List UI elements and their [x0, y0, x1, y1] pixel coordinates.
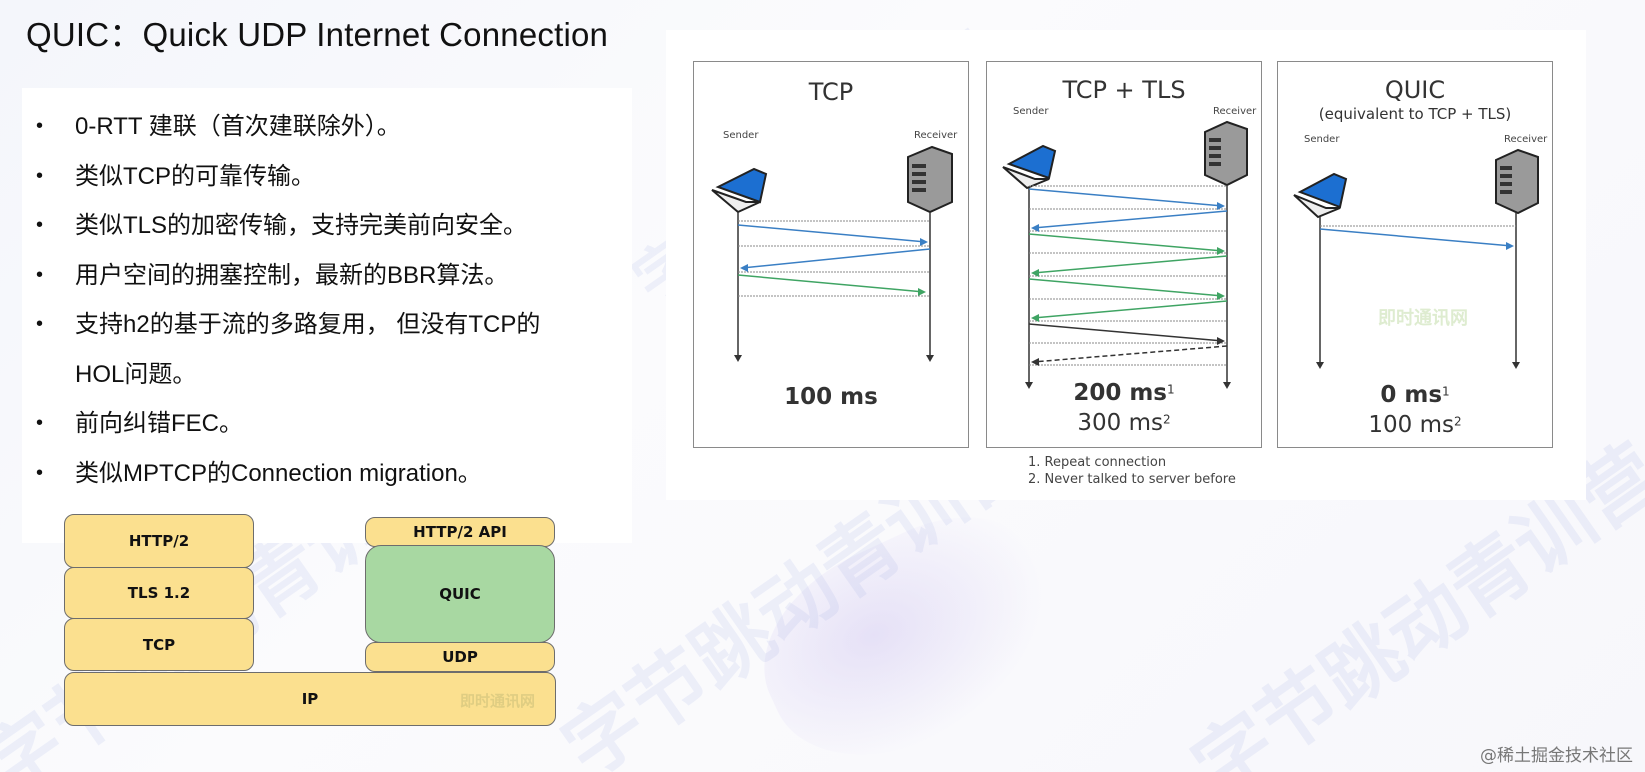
im-watermark-logo: 即时通讯网	[1378, 308, 1468, 329]
bullet-dot: •	[36, 263, 44, 286]
timing-label: 100 ms	[694, 384, 968, 410]
bullet-text: 类似MPTCP的Connection migration。	[75, 459, 482, 487]
bullet-dot: •	[36, 313, 44, 335]
bullet-dot: •	[36, 214, 44, 236]
layer-ip: IP 即时通讯网	[64, 672, 556, 726]
laptop-icon	[1002, 144, 1057, 190]
bullet-item: • 类似TLS的加密传输，支持完美前向安全。	[36, 201, 540, 251]
diagram-footnotes: 1. Repeat connection 2. Never talked to …	[1028, 454, 1236, 488]
bullet-text: 0-RTT 建联（首次建联除外）。	[75, 113, 401, 140]
sender-label: Sender	[723, 130, 759, 141]
footnote-marker: 2	[1162, 412, 1171, 427]
bullet-text: 类似TLS的加密传输，支持完美前向安全。	[75, 212, 528, 239]
laptop-icon	[1293, 172, 1348, 219]
layer-http2: HTTP/2	[64, 514, 254, 568]
layer-tcp: TCP	[64, 618, 254, 671]
laptop-icon	[711, 167, 768, 214]
bullet-dot: •	[36, 115, 44, 137]
server-icon	[1495, 148, 1539, 215]
layer-quic: QUIC	[365, 545, 555, 643]
bullet-text: 支持h2的基于流的多路复用， 但没有TCP的	[75, 311, 541, 338]
panel-tcp: TCP Sender Receiver	[693, 61, 969, 448]
receiver-label: Receiver	[1213, 106, 1257, 117]
handshake-comparison-diagram: TCP Sender Receiver	[666, 30, 1586, 500]
bullet-dot: •	[36, 461, 44, 484]
sequence-arrows	[711, 145, 953, 362]
footnote-2: 2. Never talked to server before	[1028, 472, 1236, 487]
footnote-1: 1. Repeat connection	[1028, 455, 1167, 470]
sender-label: Sender	[1304, 134, 1340, 145]
panel-title: TCP + TLS	[1062, 76, 1186, 104]
feature-bullet-list: • 0-RTT 建联（首次建联除外）。 • 类似TCP的可靠传输。 • 类似TLS的加…	[36, 102, 540, 498]
slide-title: QUIC：Quick UDP Internet Connection	[26, 16, 609, 53]
primary-time: 0 ms	[1380, 382, 1443, 408]
bullet-item: • 用户空间的拥塞控制，最新的BBR算法。	[36, 251, 540, 301]
footnote-marker: 1	[1167, 382, 1175, 397]
primary-time: 100 ms	[784, 384, 878, 410]
sequence-arrows: 即时通讯网	[1293, 148, 1539, 369]
sender-label: Sender	[1013, 106, 1049, 117]
primary-time: 200 ms	[1073, 380, 1168, 406]
bullet-item: • 前向纠错FEC。	[36, 399, 540, 449]
bullet-item: • 0-RTT 建联（首次建联除外）。	[36, 102, 540, 152]
im-watermark-logo: 即时通讯网	[459, 692, 535, 710]
source-credit: @稀土掘金技术社区	[1480, 746, 1633, 766]
server-icon	[907, 145, 953, 214]
bullet-list-panel: • 0-RTT 建联（首次建联除外）。 • 类似TCP的可靠传输。 • 类似TLS的加…	[22, 88, 632, 543]
layer-tls: TLS 1.2	[64, 567, 254, 619]
panel-quic: QUIC (equivalent to TCP + TLS) Sender Re…	[1277, 61, 1553, 448]
footnote-marker: 2	[1453, 414, 1462, 429]
server-icon	[1204, 120, 1248, 187]
timing-label: 200 ms1	[987, 380, 1261, 406]
bullet-continuation: HOL问题。	[36, 350, 540, 400]
panel-subtitle: (equivalent to TCP + TLS)	[1318, 105, 1512, 123]
panel-title: TCP	[808, 78, 854, 106]
layer-ip-label: IP	[301, 690, 319, 708]
layer-http2-api: HTTP/2 API	[365, 517, 555, 547]
bullet-text: HOL问题。	[75, 360, 197, 388]
timing-label: 0 ms1	[1278, 382, 1552, 408]
bullet-item: • 类似TCP的可靠传输。	[36, 152, 540, 202]
timing-label: 100 ms2	[1278, 412, 1552, 438]
footnote-marker: 1	[1442, 384, 1450, 399]
bullet-dot: •	[36, 164, 44, 187]
bullet-item: • 类似MPTCP的Connection migration。	[36, 449, 540, 499]
bullet-text: 前向纠错FEC。	[75, 410, 243, 437]
secondary-time: 100 ms	[1368, 412, 1454, 438]
background-shoe-image	[731, 485, 1089, 772]
receiver-label: Receiver	[914, 130, 958, 141]
protocol-stack-diagram: HTTP/2 TLS 1.2 TCP HTTP/2 API QUIC UDP I…	[64, 514, 556, 726]
timing-label: 300 ms2	[987, 410, 1261, 436]
panel-title: QUIC	[1384, 76, 1446, 104]
panel-tcp-tls: TCP + TLS Sender Receiver	[986, 61, 1262, 448]
secondary-time: 300 ms	[1077, 410, 1163, 436]
bullet-item: • 支持h2的基于流的多路复用， 但没有TCP的	[36, 300, 540, 350]
bullet-text: 用户空间的拥塞控制，最新的BBR算法。	[75, 261, 509, 289]
sequence-arrows	[1002, 120, 1248, 389]
bullet-dot: •	[36, 412, 44, 434]
layer-udp: UDP	[365, 642, 555, 672]
receiver-label: Receiver	[1504, 134, 1548, 145]
bullet-text: 类似TCP的可靠传输。	[75, 162, 315, 190]
